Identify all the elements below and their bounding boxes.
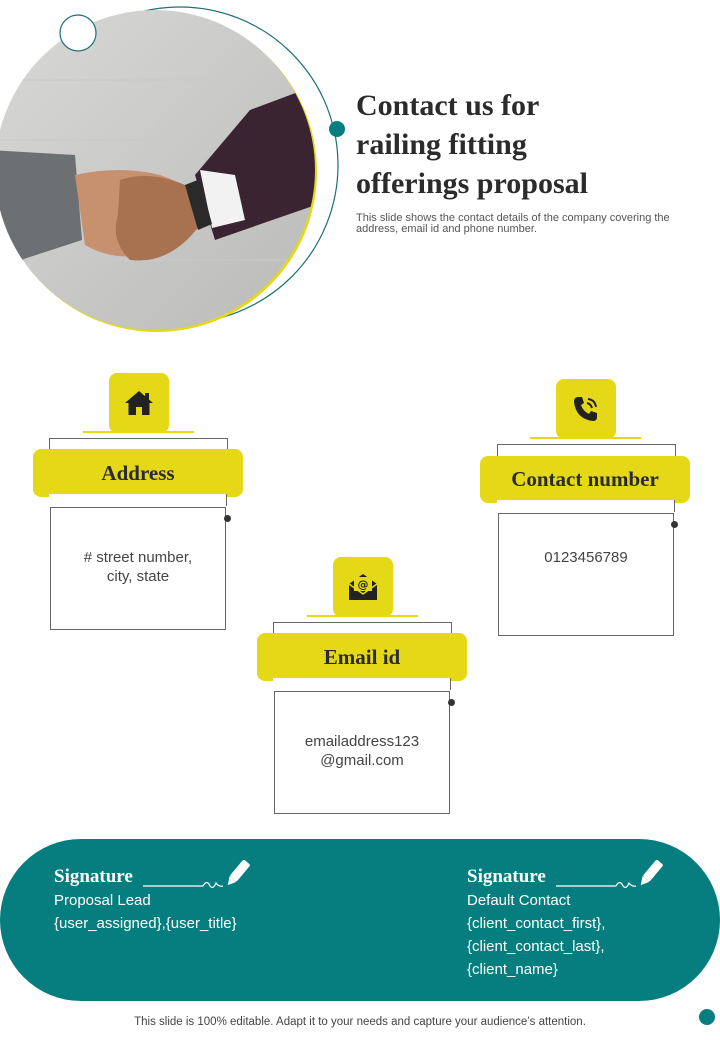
pen-signature-icon <box>555 860 663 889</box>
signature-left: Signature Proposal Lead {user_assigned},… <box>54 857 354 935</box>
phone-icon <box>574 397 597 421</box>
corner-dot <box>699 1009 715 1025</box>
footer-note: This slide is 100% editable. Adapt it to… <box>134 1016 586 1028</box>
signature-right: Signature Default Contact {client_contac… <box>467 857 707 981</box>
svg-text:@: @ <box>358 578 369 591</box>
address-label: Address <box>33 449 243 497</box>
contact-icon-tile <box>556 379 616 439</box>
pen-signature-icon <box>142 860 250 889</box>
signature-right-heading: Signature <box>467 866 546 887</box>
address-icon-tile <box>109 373 169 433</box>
signature-band <box>0 839 720 1001</box>
address-box: # street number, city, state <box>50 507 226 630</box>
email-box: emailaddress123 @gmail.com <box>274 691 450 814</box>
contact-box: 0123456789 <box>498 513 674 636</box>
handshake-photo <box>0 10 315 330</box>
hero-graphic <box>0 6 345 332</box>
page-title: Contact us for railing fitting offerings… <box>356 89 588 200</box>
decor-small-circle <box>59 14 97 52</box>
envelope-at-icon: @ <box>348 574 378 600</box>
email-label: Email id <box>257 633 467 681</box>
home-icon <box>125 391 153 415</box>
page-subtitle: This slide shows the contact details of … <box>356 212 670 235</box>
email-icon-tile: @ <box>333 557 393 617</box>
decor-dot <box>329 121 345 137</box>
signature-left-heading: Signature <box>54 866 133 887</box>
contact-label: Contact number <box>480 456 690 503</box>
